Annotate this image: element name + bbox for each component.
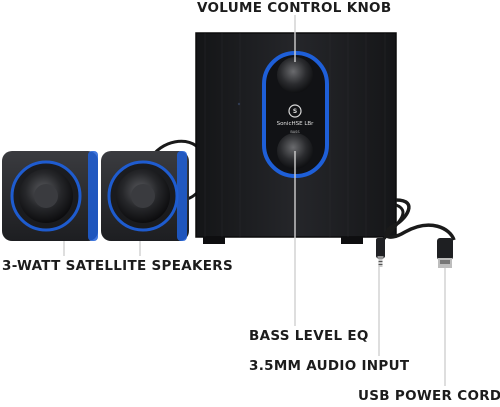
volume-knob[interactable] <box>277 57 313 93</box>
subwoofer-cables <box>381 198 456 241</box>
subwoofer-foot-left <box>203 237 225 244</box>
usb-plug-icon <box>437 238 453 268</box>
svg-text:S: S <box>293 108 297 115</box>
satellite-speaker-right <box>101 151 189 241</box>
audio-input-label: 3.5MM AUDIO INPUT <box>249 358 410 374</box>
bass-caption: BASS <box>290 130 300 134</box>
satellite-speakers-label: 3-WATT SATELLITE SPEAKERS <box>2 258 234 274</box>
audio-jack-plug-icon <box>376 238 385 267</box>
brand-name: SonicHSE LBr <box>277 121 315 127</box>
volume-knob-label: VOLUME CONTROL KNOB <box>197 0 392 16</box>
power-led-icon <box>237 102 241 106</box>
brand-logo-icon <box>288 104 302 118</box>
usb-power-label: USB POWER CORD <box>358 388 500 404</box>
satellite-speaker-left <box>2 151 98 241</box>
subwoofer-foot-right <box>341 237 363 244</box>
callout-lines <box>63 15 446 386</box>
bass-eq-label: BASS LEVEL EQ <box>249 328 369 344</box>
